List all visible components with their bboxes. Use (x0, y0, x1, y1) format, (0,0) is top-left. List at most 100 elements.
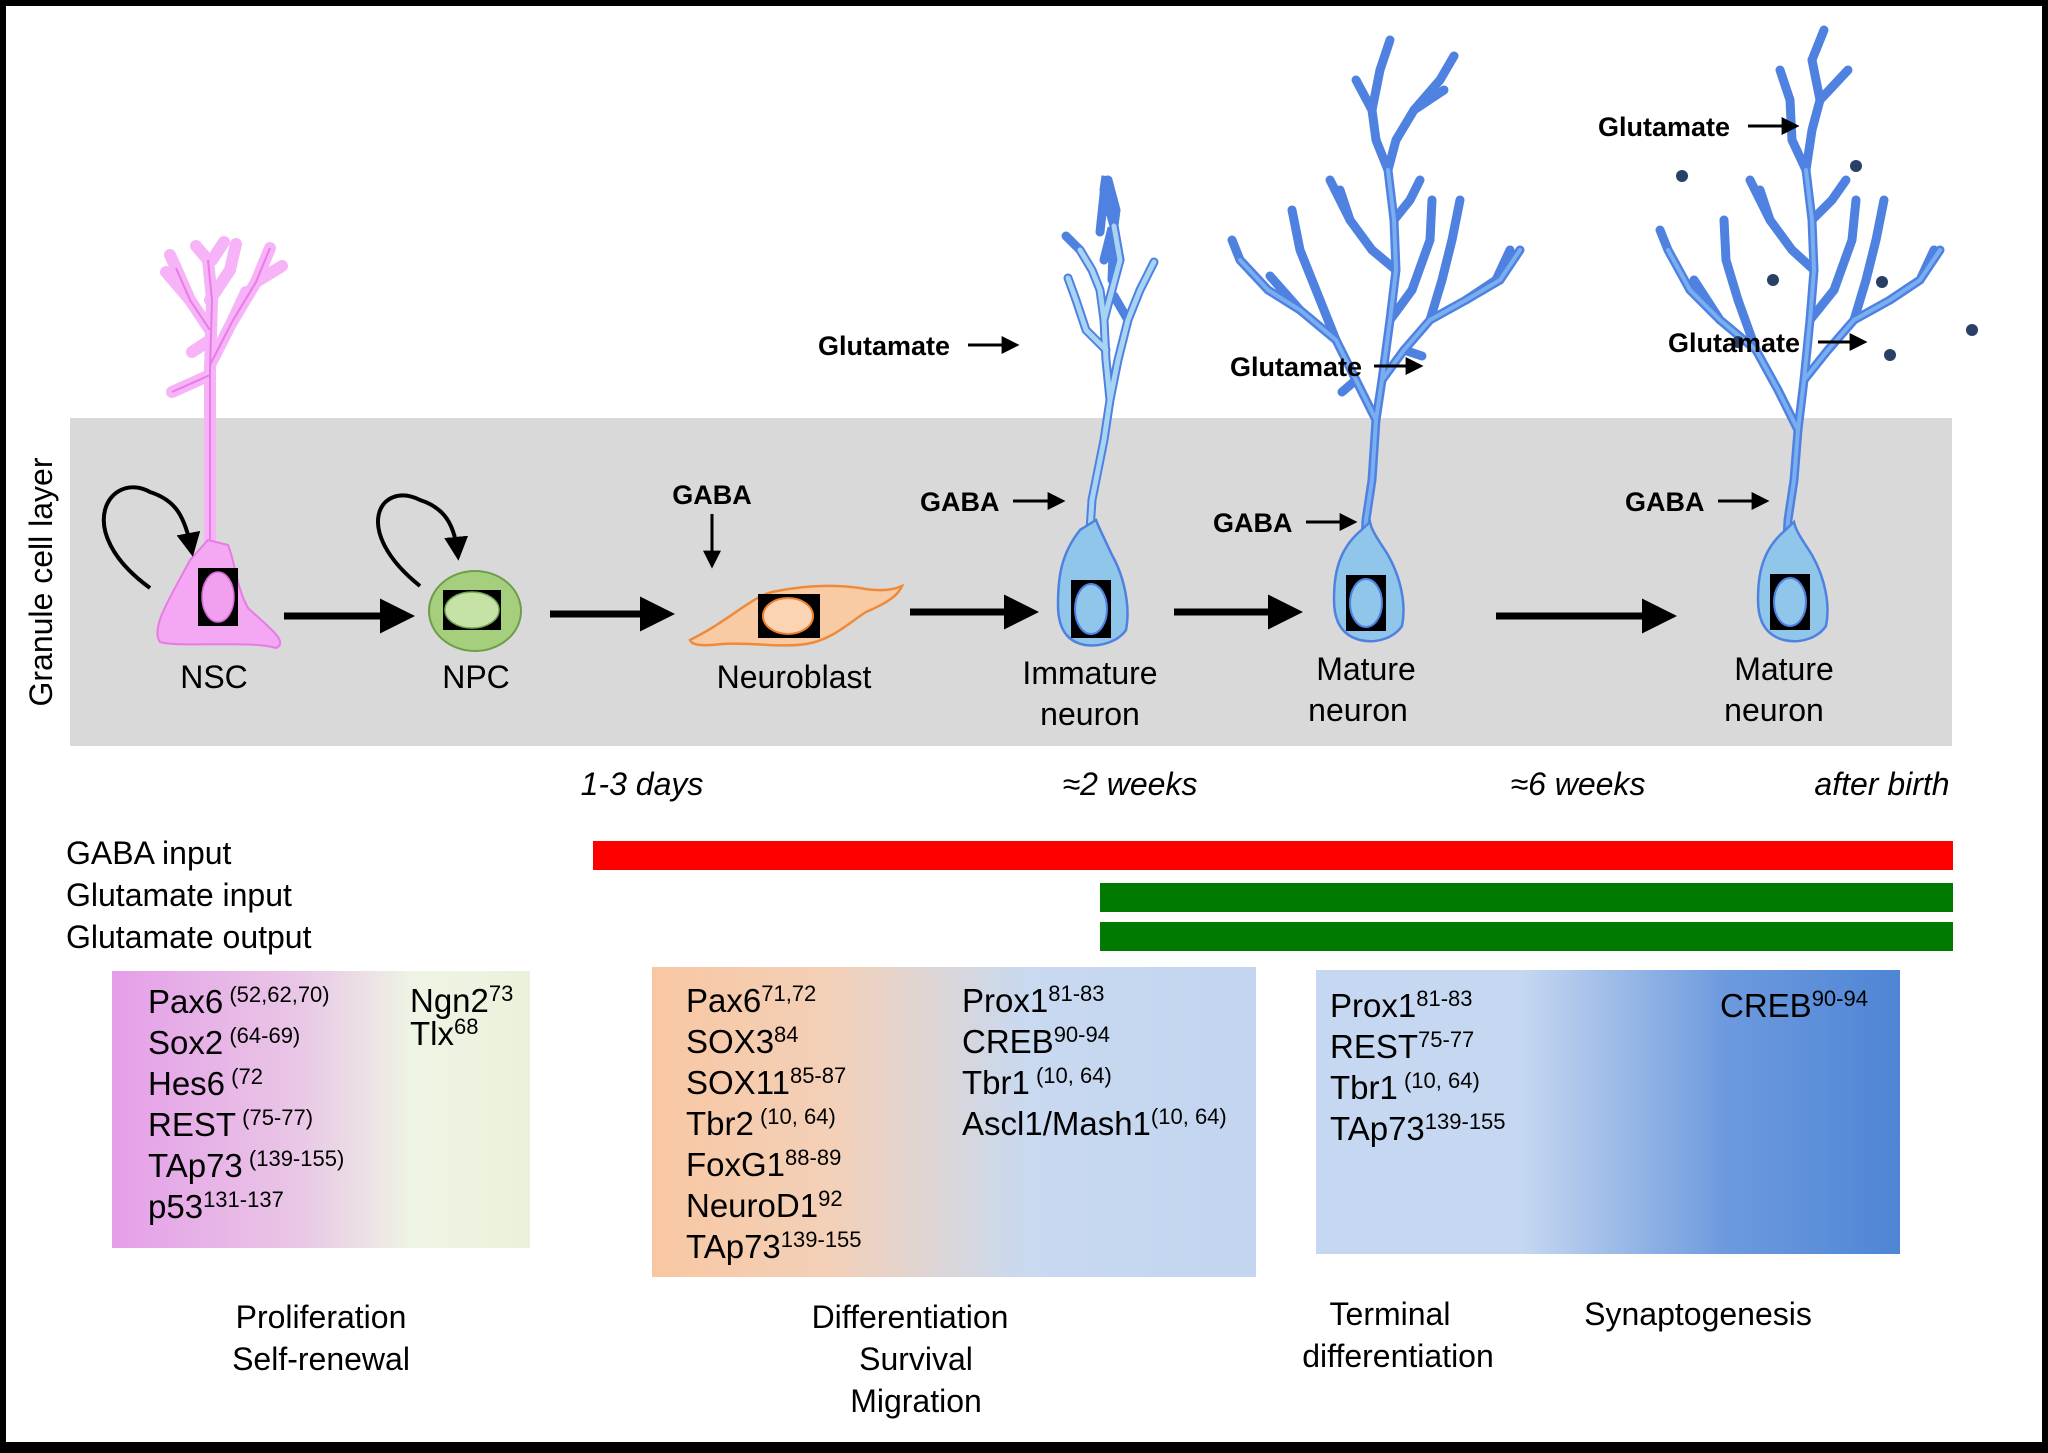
factor-term_b-0: CREB90-94 (1720, 986, 1868, 1024)
mature-neuron-a-cell (1227, 35, 1525, 643)
proliferation-factor-box (112, 971, 530, 1248)
mature-a-glutamate-label: Glutamate (1230, 352, 1362, 382)
factor-name: p53 (148, 1188, 203, 1225)
granule-layer-label: Granule cell layer (23, 457, 59, 706)
factor-reference: (10, 64) (754, 1104, 836, 1129)
time-label-2: ≈2 weeks (1063, 766, 1198, 802)
immature-gaba-label: GABA (920, 487, 1000, 517)
immature-label-2: neuron (1040, 696, 1140, 732)
glutamate-input-bar (1100, 883, 1953, 912)
factor-reference: 131-137 (203, 1187, 284, 1212)
mature-b-glutamate-top-label: Glutamate (1598, 112, 1730, 142)
factor-name: REST (148, 1106, 236, 1143)
terminal-factor-box (1316, 970, 1900, 1254)
gaba-input-label: GABA input (66, 835, 232, 871)
factor-prolif_b-1: Tlx68 (410, 1014, 478, 1052)
factor-name: Pax6 (148, 983, 223, 1020)
factor-prolif_a-0: Pax6 (52,62,70) (148, 982, 330, 1020)
npc-label: NPC (442, 659, 510, 695)
factor-reference: 68 (454, 1014, 478, 1039)
factor-prolif_a-4: TAp73 (139-155) (148, 1146, 344, 1184)
factor-reference: (10, 64) (1398, 1068, 1480, 1093)
mature-a-label-2: neuron (1308, 692, 1408, 728)
factor-prolif_a-2: Hes6 (72 (148, 1064, 263, 1102)
glutamate-output-bar (1100, 922, 1953, 951)
mature-a-label-1: Mature (1316, 651, 1416, 687)
factor-name: NeuroD1 (686, 1187, 818, 1224)
factor-name: Tlx (410, 1015, 454, 1052)
factor-reference: 139-155 (1425, 1109, 1506, 1134)
process-migration: Migration (850, 1383, 982, 1419)
factor-prolif_a-1: Sox2 (64-69) (148, 1023, 300, 1061)
mature-b-glutamate-mid-label: Glutamate (1668, 328, 1800, 358)
mature-a-gaba-label: GABA (1213, 508, 1293, 538)
factor-term_a-3: TAp73139-155 (1330, 1109, 1506, 1147)
factor-list-terminal-b: CREB90-94 (1720, 986, 1868, 1024)
factor-name: Ngn2 (410, 982, 489, 1019)
factor-name: Tbr1 (962, 1064, 1030, 1101)
process-terminal: Terminal (1330, 1296, 1451, 1332)
nsc-label: NSC (180, 659, 248, 695)
factor-diff_a-0: Pax671,72 (686, 981, 816, 1019)
nsc-cell (156, 236, 288, 650)
neuroblast-gaba-label: GABA (672, 480, 752, 510)
nsc-self-renewal-arrow (101, 485, 201, 590)
factor-prolif_a-3: REST (75-77) (148, 1105, 313, 1143)
factor-reference: (75-77) (236, 1105, 313, 1130)
factor-reference: (52,62,70) (223, 982, 329, 1007)
factor-reference: 88-89 (785, 1145, 841, 1170)
factor-diff_a-5: NeuroD192 (686, 1186, 843, 1224)
factor-reference: 84 (774, 1022, 798, 1047)
factor-reference: 71,72 (761, 981, 816, 1006)
process-synaptogenesis: Synaptogenesis (1584, 1296, 1812, 1332)
immature-glutamate-label: Glutamate (818, 331, 950, 361)
factor-term_a-1: REST75-77 (1330, 1027, 1474, 1065)
factor-reference: (10, 64) (1030, 1063, 1112, 1088)
differentiation-factor-box (652, 967, 1256, 1277)
glutamate-input-label: Glutamate input (66, 877, 292, 913)
factor-name: Pax6 (686, 982, 761, 1019)
factor-prolif_a-5: p53131-137 (148, 1187, 284, 1225)
factor-name: REST (1330, 1028, 1418, 1065)
process-terminal-differentiation: differentiation (1302, 1338, 1494, 1374)
factor-prolif_b-0: Ngn273 (410, 981, 513, 1019)
process-self-renewal: Self-renewal (232, 1341, 410, 1377)
factor-reference: 90-94 (1812, 986, 1868, 1011)
factor-term_a-0: Prox181-83 (1330, 986, 1473, 1024)
process-proliferation: Proliferation (236, 1299, 407, 1335)
neuroblast-cell (688, 583, 905, 647)
factor-reference: 75-77 (1418, 1027, 1474, 1052)
factor-list-proliferation-a: Pax6 (52,62,70)Sox2 (64-69)Hes6 (72REST … (148, 982, 344, 1225)
factor-name: Hes6 (148, 1065, 225, 1102)
npc-cell (428, 570, 522, 652)
factor-reference: (139-155) (243, 1146, 345, 1171)
time-label-3: ≈6 weeks (1511, 766, 1646, 802)
factor-name: Sox2 (148, 1024, 223, 1061)
mature-b-label-1: Mature (1734, 651, 1834, 687)
factor-reference: 81-83 (1048, 981, 1104, 1006)
factor-name: CREB (962, 1023, 1054, 1060)
factor-diff_b-0: Prox181-83 (962, 981, 1105, 1019)
npc-self-renewal-arrow (376, 493, 469, 588)
granule-cell-layer (70, 418, 1952, 746)
factor-reference: 139-155 (781, 1227, 862, 1252)
factor-name: Tbr2 (686, 1105, 754, 1142)
factor-reference: (10, 64) (1151, 1104, 1227, 1129)
factor-name: Prox1 (1330, 987, 1416, 1024)
factor-name: Prox1 (962, 982, 1048, 1019)
gaba-input-bar (593, 841, 1953, 870)
mature-b-label-2: neuron (1724, 692, 1824, 728)
factor-name: FoxG1 (686, 1146, 785, 1183)
process-differentiation: Differentiation (812, 1299, 1009, 1335)
factor-reference: 90-94 (1054, 1022, 1110, 1047)
factor-diff_a-2: SOX1185-87 (686, 1063, 846, 1101)
factor-diff_a-4: FoxG188-89 (686, 1145, 841, 1183)
factor-diff_b-2: Tbr1 (10, 64) (962, 1063, 1112, 1101)
factor-name: TAp73 (148, 1147, 243, 1184)
